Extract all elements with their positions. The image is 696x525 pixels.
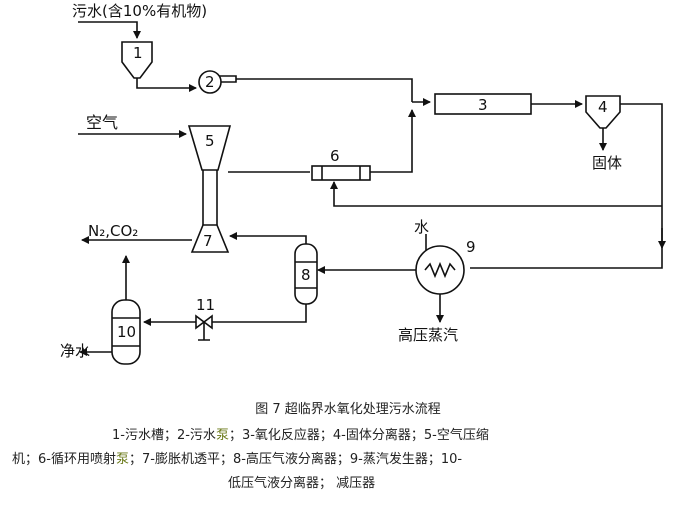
unit-number-11: 11 [196,296,215,314]
legend-line-3: 低压气液分离器； 减压器 [228,476,376,491]
process-flow-diagram: 污水(含10%有机物) 空气 N₂,CO₂ 净水 固体 水 高压蒸汽 1 2 3… [60,2,666,365]
unit-number-9: 9 [466,238,476,256]
legend-line-1: 1-污水槽；2-污水泵；3-氧化反应器；4-固体分离器；5-空气压缩 [112,424,489,448]
legend-line-2: 机；6-循环用喷射泵；7-膨胀机透平；8-高压气液分离器；9-蒸汽发生器；10- [12,448,462,472]
label-solids: 固体 [592,154,622,172]
solid-separator [585,95,621,129]
legend-highlight: 泵 [115,452,129,467]
unit-number-8: 8 [301,266,311,284]
label-air: 空气 [86,113,118,132]
figure-caption: 图 7 超临界水氧化处理污水流程 [255,402,441,417]
unit-number-1: 1 [133,44,143,62]
wastewater-tank [121,41,153,79]
unit-number-3: 3 [478,96,488,114]
label-steam: 高压蒸汽 [398,326,458,344]
recycle-ejector-pump [311,165,371,181]
unit-number-2: 2 [205,73,215,91]
legend-text: ；3-氧化反应器；4-固体分离器；5-空气压缩 [228,428,489,443]
air-compressor [187,125,232,171]
expander-turbine [190,224,230,253]
steam-generator [415,245,465,295]
legend-text: 1-污水槽；2-污水 [112,428,216,443]
label-water: 水 [414,218,429,236]
legend-text: ；7-膨胀机透平；8-高压气液分离器；9-蒸汽发生器；10- [128,452,463,467]
unit-number-6: 6 [330,147,340,165]
legend-highlight: 泵 [215,428,229,443]
legend-text: 机；6-循环用喷射 [12,452,116,467]
label-wastewater: 污水(含10%有机物) [72,2,207,20]
label-exhaust: N₂,CO₂ [88,222,138,240]
unit-number-5: 5 [205,132,215,150]
unit-number-4: 4 [598,98,608,116]
unit-number-10: 10 [117,323,136,341]
label-clean-water: 净水 [60,342,90,360]
unit-number-7: 7 [203,232,213,250]
